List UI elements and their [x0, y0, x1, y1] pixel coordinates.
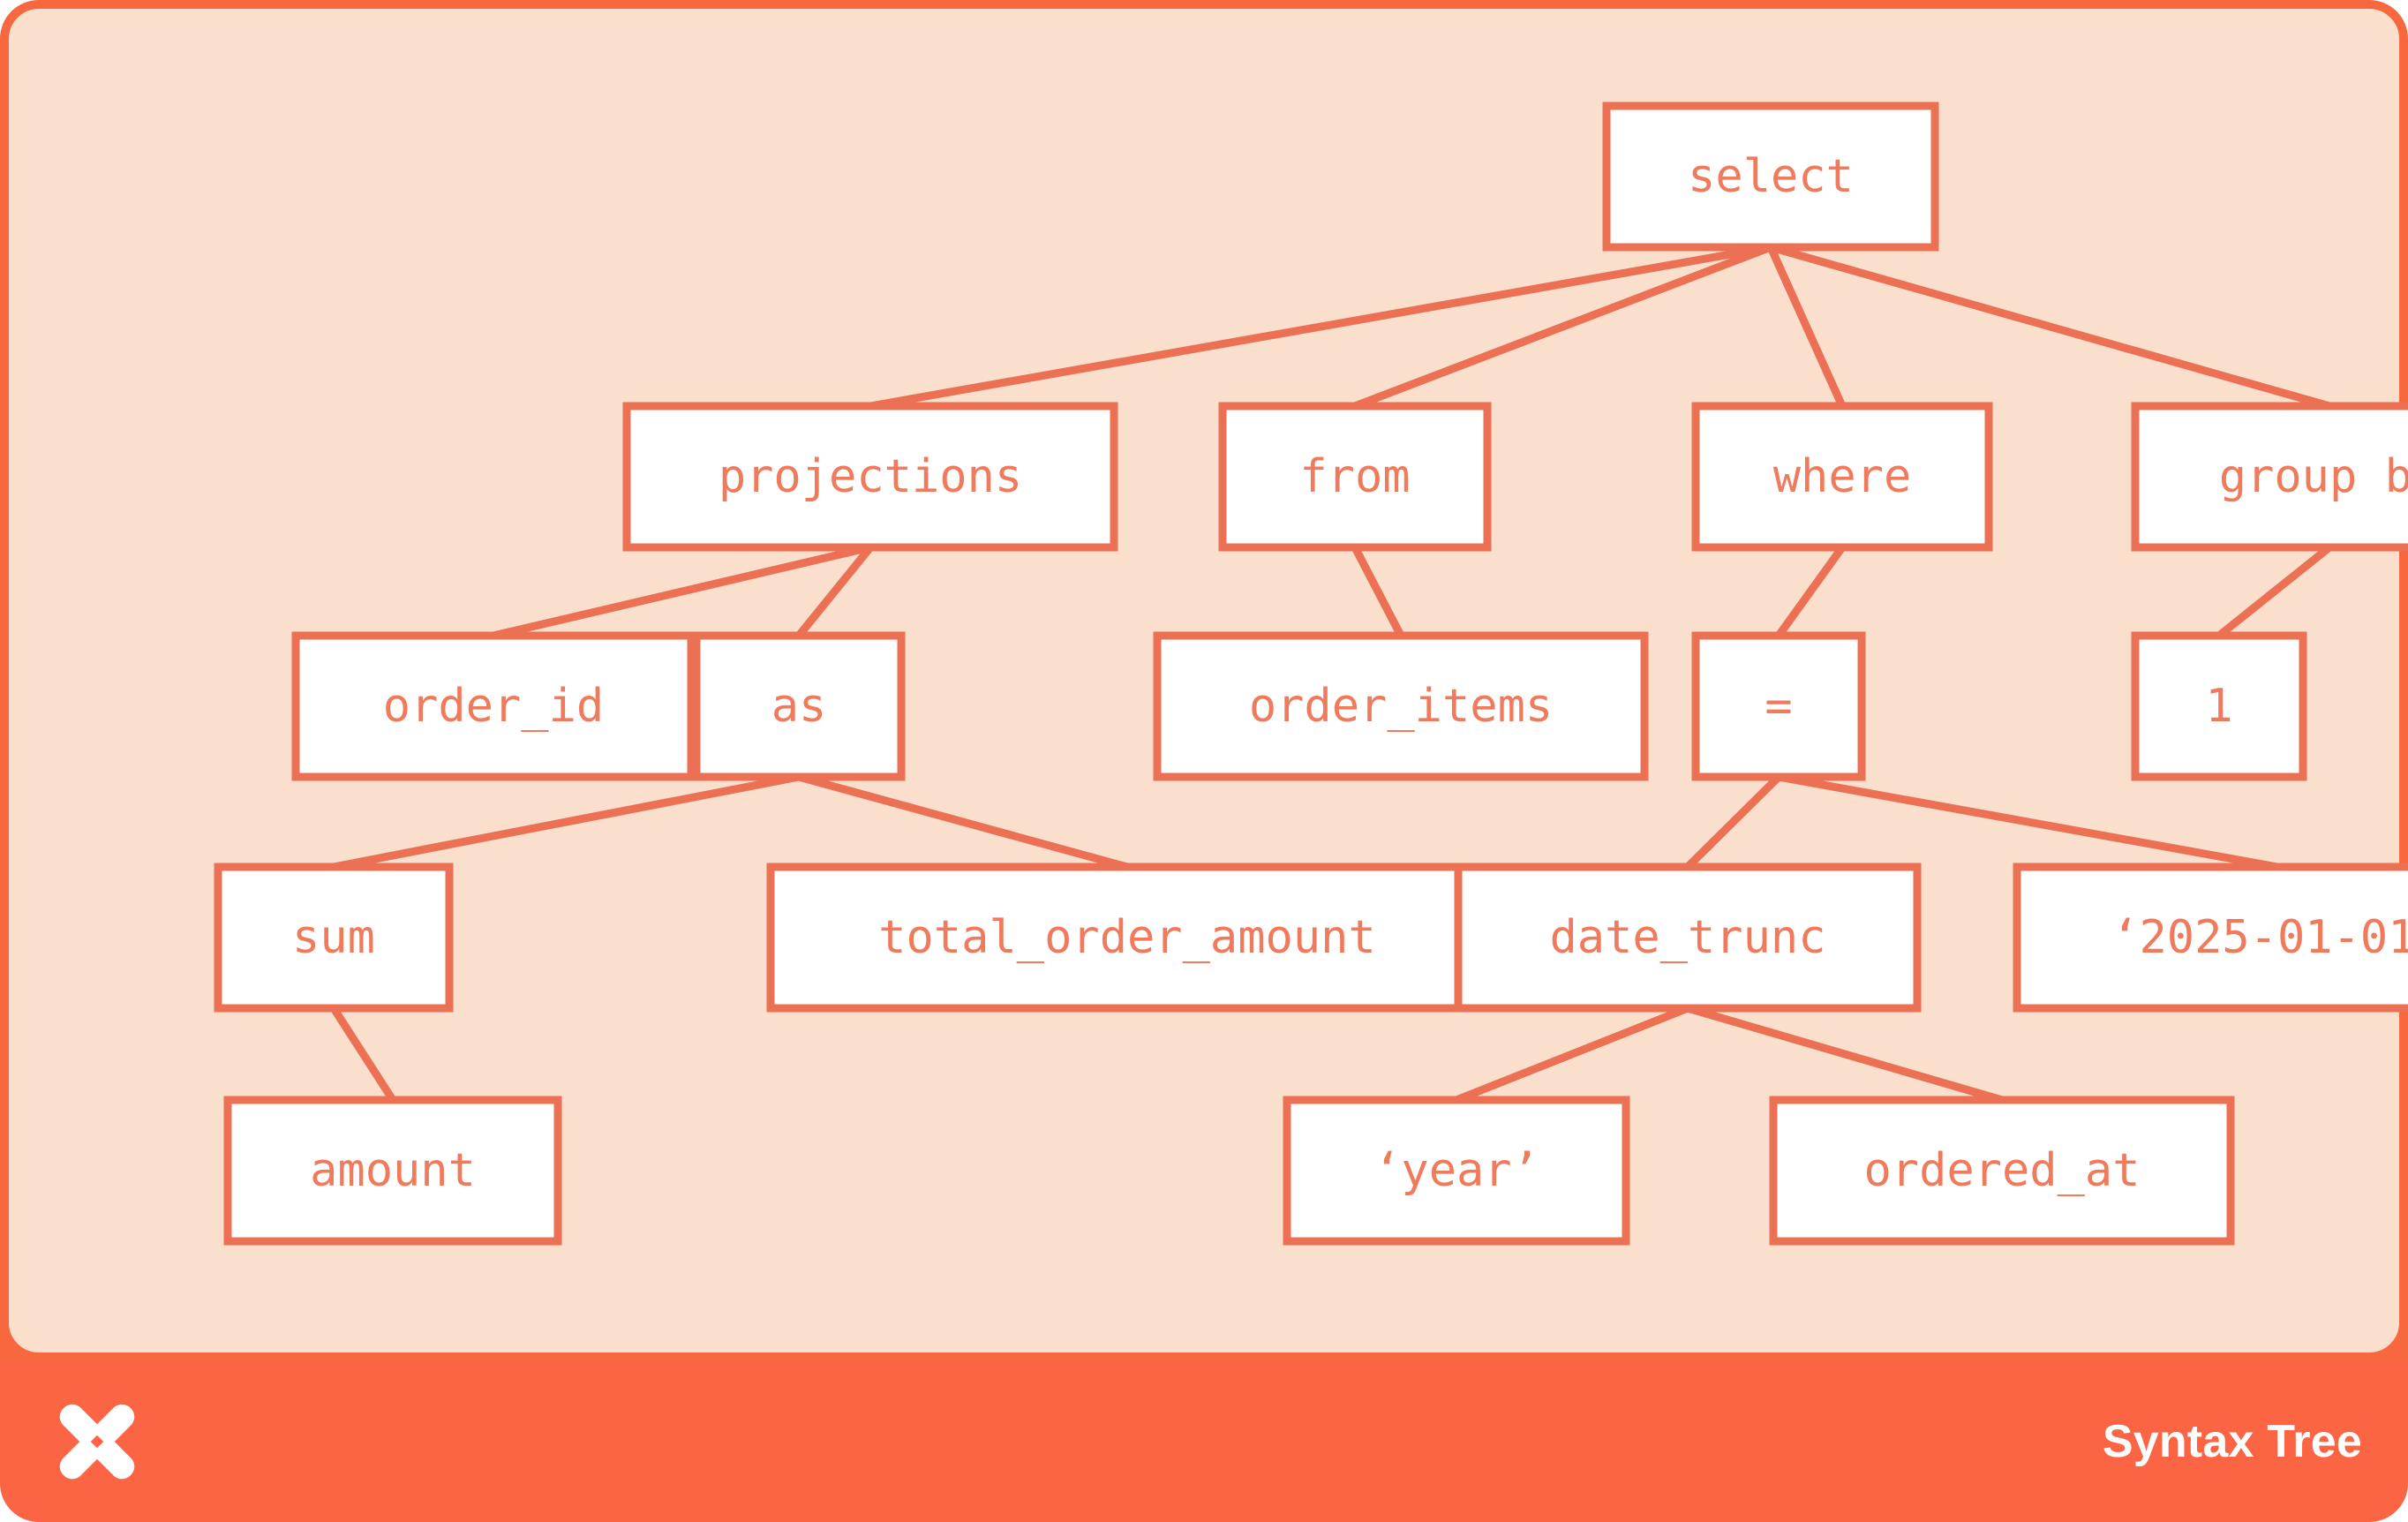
tree-node-label-ordered_at: ordered_at: [1863, 1144, 2140, 1197]
tree-node-box-from[interactable]: [1218, 402, 1492, 552]
edges-layer: [330, 243, 2332, 1104]
tree-edge-where-to-eq: [1775, 545, 1846, 638]
footer-bar: Syntax Tree: [0, 1361, 2408, 1522]
x-star-logo-icon: [51, 1396, 143, 1488]
tree-edge-from-to-order_items: [1351, 545, 1404, 638]
tree-node-box-eq[interactable]: [1691, 631, 1866, 781]
tree-node-box-order_items[interactable]: [1153, 631, 1649, 781]
tree-node-order_items[interactable]: order_items: [1153, 631, 1649, 781]
tree-node-label-one: 1: [2205, 680, 2232, 733]
footer-caption: Syntax Tree: [2102, 1416, 2362, 1467]
tree-node-projections[interactable]: projections: [622, 402, 1118, 552]
tree-node-year_literal[interactable]: ‘year’: [1283, 1096, 1630, 1246]
tree-node-box-as[interactable]: [692, 631, 906, 781]
tree-node-box-total_amount[interactable]: [766, 863, 1488, 1013]
tree-node-date_literal[interactable]: ‘2025-01-01’: [2013, 863, 2408, 1013]
tree-node-date_trunc[interactable]: date_trunc: [1454, 863, 1922, 1013]
tree-node-total_amount[interactable]: total_order_amount: [766, 863, 1488, 1013]
tree-node-box-date_trunc[interactable]: [1454, 863, 1922, 1013]
tree-node-label-date_literal: ‘2025-01-01’: [2111, 911, 2408, 964]
tree-edge-date_trunc-to-ordered_at: [1686, 1004, 2004, 1104]
tree-node-label-order_items: order_items: [1249, 680, 1553, 733]
tree-node-label-eq: =: [1765, 680, 1792, 733]
tree-edge-select-to-groupby: [1769, 243, 2331, 411]
tree-node-box-sum[interactable]: [214, 863, 454, 1013]
tree-edge-as-to-total_amount: [797, 772, 1129, 871]
tree-edge-eq-to-date_literal: [1778, 772, 2278, 871]
tree-edge-eq-to-date_trunc: [1684, 773, 1782, 870]
tree-node-eq[interactable]: =: [1691, 631, 1866, 781]
tree-node-box-one[interactable]: [2131, 631, 2307, 781]
tree-node-one[interactable]: 1: [2131, 631, 2307, 781]
tree-node-box-amount[interactable]: [223, 1096, 562, 1246]
tree-node-box-order_id[interactable]: [291, 631, 696, 781]
tree-node-label-where: where: [1773, 450, 1912, 503]
tree-node-groupby[interactable]: group by: [2131, 402, 2408, 552]
tree-node-ordered_at[interactable]: ordered_at: [1769, 1096, 2235, 1246]
tree-node-sum[interactable]: sum: [214, 863, 454, 1013]
tree-edge-select-to-from: [1353, 243, 1772, 411]
tree-edge-select-to-where: [1766, 245, 1847, 408]
tree-node-as[interactable]: as: [692, 631, 906, 781]
tree-node-label-sum: sum: [292, 911, 375, 964]
tree-edge-projections-to-order_id: [492, 543, 872, 640]
tree-node-box-projections[interactable]: [622, 402, 1118, 552]
tree-node-label-groupby: group by: [2219, 450, 2408, 503]
tree-node-select[interactable]: select: [1602, 102, 1939, 252]
tree-node-order_id[interactable]: order_id: [291, 631, 696, 781]
tree-node-label-select: select: [1688, 150, 1854, 203]
tree-node-label-projections: projections: [719, 450, 1022, 503]
syntax-tree-canvas: select projections from where group by order_…: [0, 0, 2408, 1361]
tree-node-label-amount: amount: [310, 1144, 476, 1197]
tree-node-label-as: as: [771, 680, 827, 733]
tree-node-box-where[interactable]: [1691, 402, 1993, 552]
tree-node-box-year_literal[interactable]: [1283, 1096, 1630, 1246]
tree-node-box-date_literal[interactable]: [2013, 863, 2408, 1013]
tree-edge-date_trunc-to-year_literal: [1455, 1004, 1689, 1104]
tree-node-label-date_trunc: date_trunc: [1549, 911, 1825, 964]
tree-node-box-select[interactable]: [1602, 102, 1939, 252]
tree-node-label-from: from: [1299, 450, 1410, 503]
tree-edge-projections-to-as: [795, 545, 874, 638]
tree-node-label-order_id: order_id: [383, 680, 604, 733]
tree-edge-groupby-to-one: [2216, 544, 2332, 639]
tree-node-label-year_literal: ‘year’: [1373, 1144, 1539, 1197]
tree-node-amount[interactable]: amount: [223, 1096, 562, 1246]
tree-node-where[interactable]: where: [1691, 402, 1993, 552]
tree-node-box-ordered_at[interactable]: [1769, 1096, 2235, 1246]
tree-node-box-groupby[interactable]: [2131, 402, 2408, 552]
syntax-tree-svg: select projections from where group by order_…: [214, 102, 2408, 1246]
tree-node-label-total_amount: total_order_amount: [878, 911, 1376, 964]
tree-edge-sum-to-amount: [330, 1006, 396, 1103]
tree-edge-as-to-sum: [333, 772, 800, 871]
tree-node-from[interactable]: from: [1218, 402, 1492, 552]
tree-edge-select-to-projections: [869, 243, 1772, 411]
nodes-layer: select projections from where group by order_…: [214, 102, 2408, 1246]
